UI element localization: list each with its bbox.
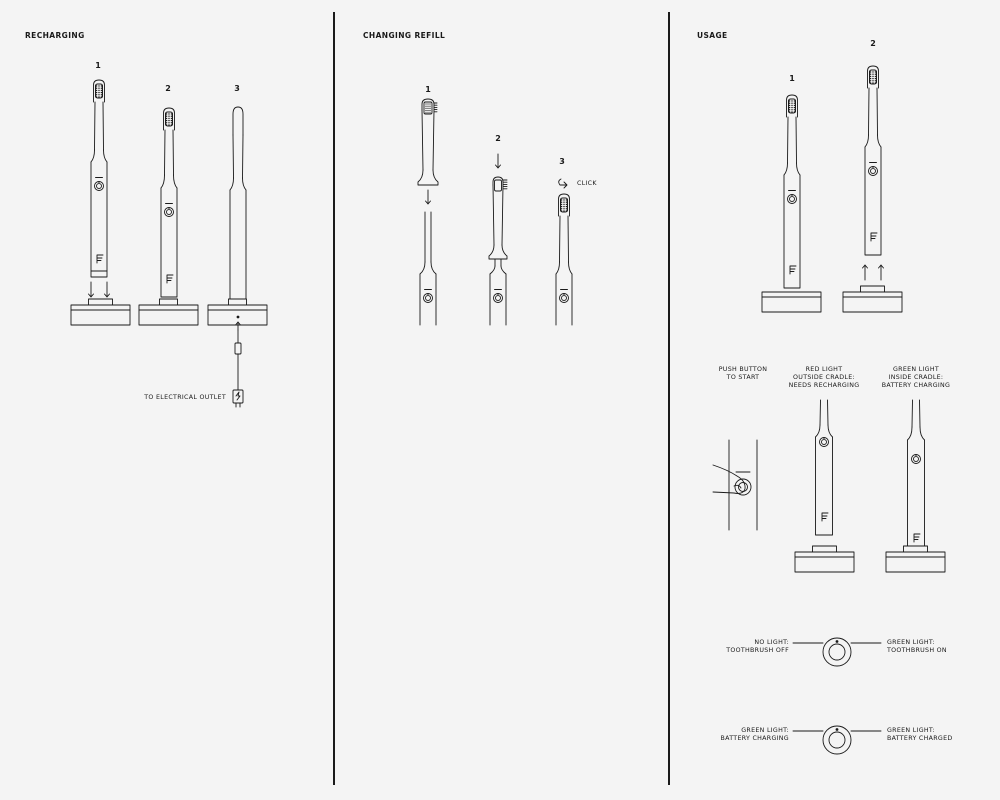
recharging-cradle-1 <box>71 299 130 325</box>
recharging-cradle-2 <box>139 299 198 325</box>
indicator-1-right-label: GREEN LIGHT: TOOTHBRUSH ON <box>887 639 947 654</box>
recharging-brush-1 <box>91 80 107 277</box>
indicator-1-left-label: NO LIGHT: TOOTHBRUSH OFF <box>726 639 789 654</box>
usage-brush-1 <box>784 95 800 288</box>
indicator-light-dot <box>835 640 839 643</box>
usage-cradle-2 <box>843 286 902 312</box>
indicator-2-right-label: GREEN LIGHT: BATTERY CHARGED <box>887 727 953 742</box>
refill-step-2 <box>489 154 507 325</box>
recharging-title: RECHARGING <box>25 31 85 40</box>
click-label: CLICK <box>577 180 597 187</box>
section-divider <box>668 12 670 785</box>
refill-step-3-number: 3 <box>559 157 565 166</box>
red-light-brush <box>795 400 854 572</box>
usage-arrows-up <box>863 265 884 280</box>
indicator-2-left-label: GREEN LIGHT: BATTERY CHARGING <box>720 727 789 742</box>
power-cable <box>233 330 243 407</box>
green-light-caption: GREEN LIGHT INSIDE CRADLE: BATTERY CHARG… <box>881 366 951 389</box>
refill-step-1 <box>418 99 438 325</box>
plug-icon <box>233 390 243 403</box>
green-light-brush <box>886 400 945 572</box>
usage-step-2-number: 2 <box>870 39 876 48</box>
red-light-caption: RED LIGHT OUTSIDE CRADLE: NEEDS RECHARGI… <box>788 366 860 389</box>
recharging-step-3-number: 3 <box>234 84 240 93</box>
usage-brush-2 <box>865 66 881 255</box>
usage-step-1-number: 1 <box>789 74 795 83</box>
recharging-step-2-number: 2 <box>165 84 171 93</box>
outlet-label: TO ELECTRICAL OUTLET <box>144 394 226 401</box>
usage-cradle-1 <box>762 292 821 312</box>
changing-refill-title: CHANGING REFILL <box>363 31 446 40</box>
indicator-diagram-2 <box>793 726 881 754</box>
indicator-diagram-1 <box>793 638 881 666</box>
refill-step-1-number: 1 <box>425 85 431 94</box>
recharging-brush-2 <box>161 108 177 297</box>
usage-title: USAGE <box>697 31 728 40</box>
push-button-closeup <box>713 440 757 530</box>
charging-light-dot <box>236 315 240 319</box>
refill-step-2-number: 2 <box>495 134 501 143</box>
push-button-caption: PUSH BUTTON TO START <box>718 366 768 381</box>
recharging-brush-3 <box>208 107 267 330</box>
section-divider <box>333 12 335 785</box>
recharging-step-1-number: 1 <box>95 61 101 70</box>
recharging-arrows <box>89 282 110 297</box>
indicator-light-dot <box>835 728 839 731</box>
refill-step-3 <box>556 179 572 325</box>
